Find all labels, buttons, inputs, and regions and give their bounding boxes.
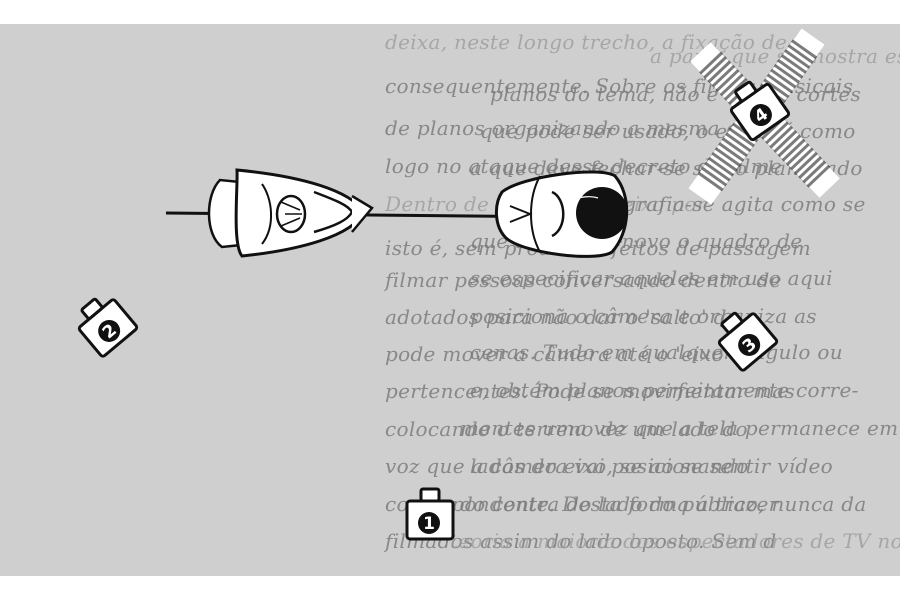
bleed-line: colocando o terreno de um lado do [385,417,748,441]
camera-1-number: 1 [423,514,435,534]
cross-hatch [695,39,818,194]
camera-3-icon: 3 [708,301,780,373]
bleed-line: do contra do lado do público, nunca da [460,492,867,516]
scanned-page: deixa, neste longo trecho, a fixação de … [0,24,900,576]
bleed-line: se especificar aqueles em uso aqui [470,266,833,290]
camera-2-icon: 2 [68,287,140,359]
bleed-line: filmar pessoas conversando dentro de [385,268,782,292]
camera-4-icon: 4 [721,71,792,143]
bleed-line: adotados para não dar o 'salto' de [385,305,739,329]
bleed-line: pertencentes. Pode se movimentar mas [385,379,796,403]
bleed-line: pode mover a câmera até o 'eixo' do [385,342,762,366]
bleed-line: voz que a câmera vai posicionando [385,454,749,478]
camera-1-icon: 1 [405,487,455,541]
person-left [207,168,374,258]
bleed-line: mentes uma vez que a tela permanece em [460,416,899,440]
person-right [495,170,629,258]
bleed-line: teoria a maioria dos espectadores de TV … [450,529,900,553]
bleed-line: cenas. Tudo em qualquer ângulo ou [470,340,843,364]
bleed-line: lados do eixo, se ao se sentir vídeo [470,454,833,478]
bleed-line: a parte que se mostra essa condução [650,44,900,68]
bleed-line: e, obtém planos perfeitamente corre- [470,378,859,402]
bleed-line: de planos organizando a mesma cena [385,116,776,140]
camera-axis-diagram: 1 2 3 4 [68,28,840,541]
bleed-line: deixa, neste longo trecho, a fixação de [385,30,788,54]
bleed-line: planos do tema, não é um de cortes [490,82,862,106]
